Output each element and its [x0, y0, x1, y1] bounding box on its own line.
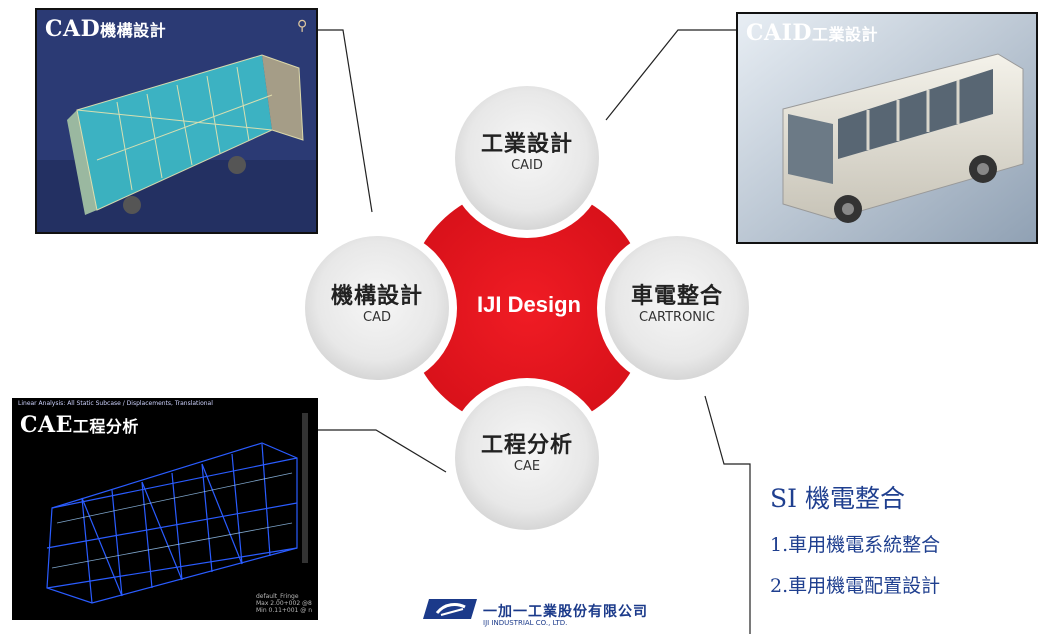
cae-legend-line: default_Fringe	[255, 593, 299, 600]
company-name: 一加一工業股份有限公司	[483, 604, 648, 620]
connector-cae	[318, 429, 447, 473]
company-logo-icon	[423, 599, 477, 619]
cae-caption-main: CAE	[20, 412, 73, 438]
node-cae-sub: CAE	[513, 459, 541, 474]
cad-bus-wireframe-image: ⚲	[37, 10, 316, 232]
svg-text:⚲: ⚲	[297, 18, 307, 34]
connector-cad	[318, 29, 373, 213]
node-cae: 工程分析 CAE	[462, 433, 592, 475]
cae-legend-line: Max 2.00+002 @8	[255, 600, 312, 607]
cae-caption-sub: 工程分析	[72, 417, 139, 436]
cae-legend: default_Fringe Max 2.00+002 @8 Min 0.11+…	[256, 593, 312, 614]
node-cad-sub: CAD	[363, 310, 391, 325]
cad-caption-main: CAD	[45, 16, 101, 42]
center-red-shape	[405, 186, 649, 430]
cad-caption: CAD機構設計	[45, 16, 166, 42]
cad-image-panel: ⚲ CAD機構設計	[35, 8, 318, 234]
caid-bus-render-image	[738, 14, 1036, 242]
caid-caption-sub: 工業設計	[811, 25, 878, 44]
node-cad: 機構設計 CAD	[312, 284, 442, 326]
node-caid: 工業設計 CAID	[462, 132, 592, 174]
caid-caption-main: CAID	[746, 20, 812, 46]
node-cae-title: 工程分析	[480, 433, 573, 458]
cad-caption-sub: 機構設計	[100, 21, 167, 40]
cae-bus-fem-image	[12, 398, 318, 620]
node-cad-title: 機構設計	[330, 284, 423, 309]
company-logo: 一加一工業股份有限公司 IJI INDUSTRIAL CO., LTD.	[423, 595, 647, 627]
si-block: SI 機電整合 1.車用機電系統整合 2.車用機電配置設計	[770, 482, 1040, 598]
center-label: IJI Design	[477, 292, 581, 317]
caid-image-panel: CAID工業設計	[736, 12, 1038, 244]
company-subtitle: IJI INDUSTRIAL CO., LTD.	[483, 619, 568, 627]
node-caid-title: 工業設計	[480, 132, 573, 157]
connector-caid	[605, 29, 736, 121]
si-item: 1.車用機電系統整合	[770, 534, 941, 556]
cae-header-text: Linear Analysis: All Static Subcase / Di…	[18, 400, 213, 407]
caid-caption: CAID工業設計	[746, 20, 878, 46]
cae-caption: CAE工程分析	[20, 412, 139, 438]
node-caid-sub: CAID	[511, 158, 543, 173]
node-cartronic-title: 車電整合	[630, 284, 723, 309]
node-cartronic: 車電整合 CARTRONIC	[612, 284, 742, 326]
si-item: 2.車用機電配置設計	[770, 575, 941, 597]
si-title: SI 機電整合	[770, 484, 905, 513]
node-cartronic-sub: CARTRONIC	[639, 310, 715, 325]
cae-legend-line: Min 0.11+001 @ n	[255, 607, 312, 614]
cae-image-panel: Linear Analysis: All Static Subcase / Di…	[12, 398, 318, 620]
connector-si	[704, 395, 751, 634]
